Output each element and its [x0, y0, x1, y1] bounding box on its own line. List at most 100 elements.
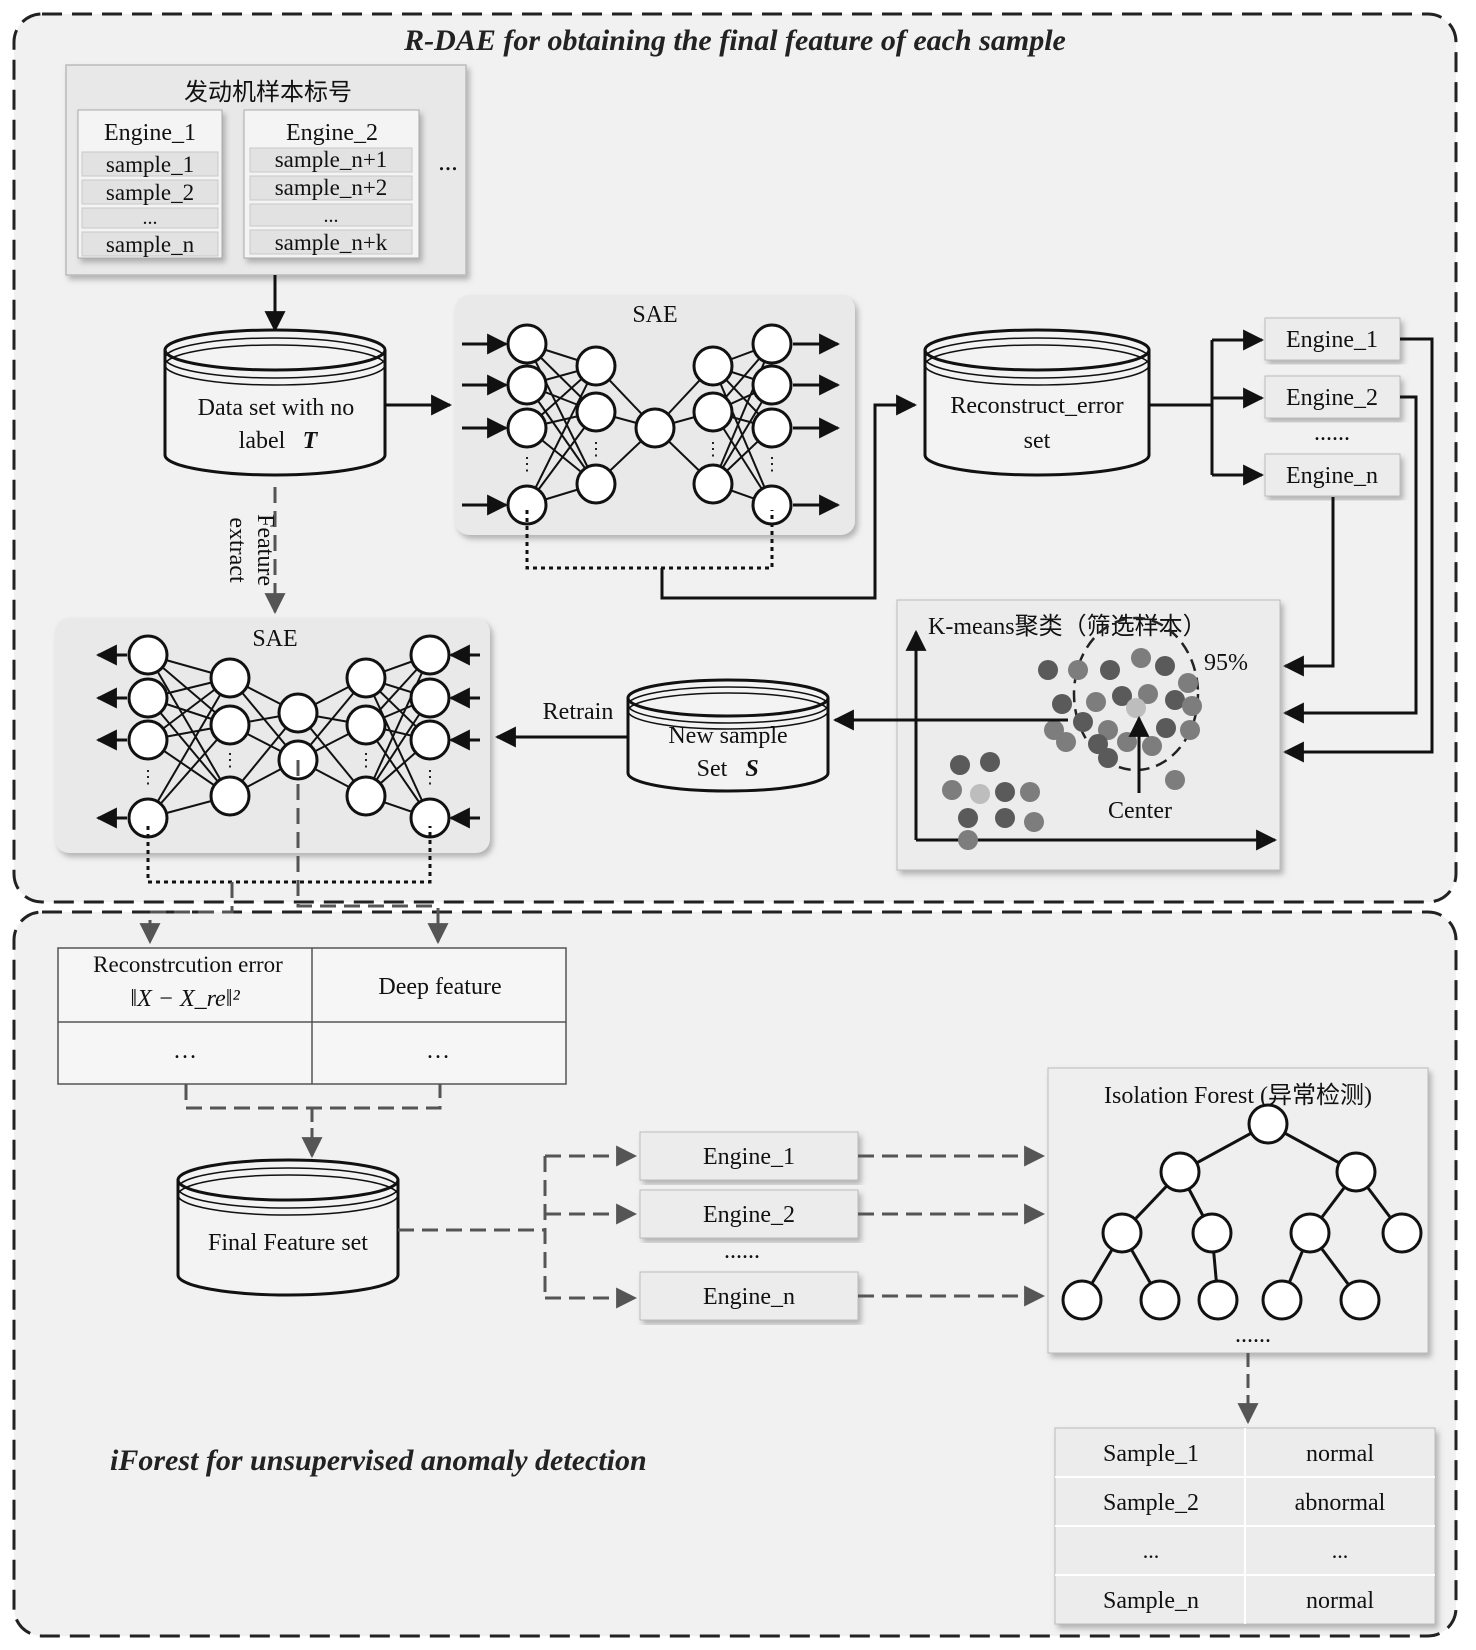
- engine2-row-2: sample_n+2: [275, 175, 388, 200]
- network-ellipsis: ⋮: [763, 454, 781, 474]
- engine1-row-3: ...: [143, 207, 158, 229]
- engine-sample-title: 发动机样本标号: [184, 79, 352, 106]
- reconstruct-line2: set: [1024, 428, 1051, 454]
- network-node: [209, 704, 251, 746]
- tree-node: [1191, 1212, 1233, 1254]
- network-node: [575, 345, 617, 387]
- network-connection: [147, 677, 231, 819]
- kmeans-point: [1068, 660, 1088, 680]
- kmeans-point: [1098, 748, 1118, 768]
- tree-node: [1139, 1279, 1181, 1321]
- kmeans-point: [1038, 660, 1058, 680]
- feature-table-col1-header: Reconstrcution error: [93, 952, 283, 977]
- feature-table-cell2: …: [426, 1038, 450, 1064]
- engine1-header: Engine_1: [104, 120, 196, 146]
- sae-top-label: SAE: [632, 302, 677, 328]
- network-node: [127, 797, 169, 839]
- new-sample-line2: Set: [697, 756, 728, 782]
- network-connection: [526, 365, 597, 506]
- tree-node: [1335, 1151, 1377, 1193]
- feature-extract-line1: Feature: [252, 514, 278, 586]
- bottom-panel-title: iForest for unsupervised anomaly detecti…: [110, 1444, 647, 1477]
- tree-node: [1261, 1279, 1303, 1321]
- tree-node: [1247, 1103, 1289, 1145]
- engines-right: Engine_1 Engine_2 ...... Engine_n: [1264, 317, 1401, 497]
- kmeans-point: [958, 830, 978, 850]
- network-node: [409, 797, 451, 839]
- sae-top-dotted-link: [525, 510, 774, 570]
- engine-right-1: Engine_1: [1286, 327, 1378, 353]
- dataset-t-cylinder: Data set with no label T: [163, 328, 387, 477]
- feature-extract-label: Feature extract: [224, 514, 278, 586]
- kmeans-point: [1020, 782, 1040, 802]
- kmeans-point: [1126, 698, 1146, 718]
- network-node: [575, 391, 617, 433]
- engine-bottom-2: Engine_2: [703, 1202, 795, 1228]
- kmeans-point: [995, 808, 1015, 828]
- kmeans-box: K-means聚类（筛选样本） 95% Center: [896, 599, 1281, 871]
- network-node: [345, 657, 387, 699]
- sae-bottom-label: SAE: [252, 626, 297, 652]
- final-feature-label: Final Feature set: [208, 1230, 368, 1256]
- tree-node: [1061, 1279, 1103, 1321]
- kmeans-point: [1086, 692, 1106, 712]
- network-ellipsis: ⋮: [587, 439, 605, 459]
- kmeans-point: [1138, 684, 1158, 704]
- kmeans-point: [1112, 686, 1132, 706]
- engine2-row-3: ...: [324, 205, 339, 227]
- tree-node: [1289, 1212, 1331, 1254]
- kmeans-point: [942, 780, 962, 800]
- network-node: [209, 775, 251, 817]
- kmeans-point: [950, 755, 970, 775]
- result-row-2-status: abnormal: [1295, 1490, 1386, 1516]
- network-connection: [147, 724, 231, 819]
- engine-sample-box: 发动机样本标号 Engine_1 sample_1 sample_2 ... s…: [65, 64, 467, 276]
- kmeans-point: [1056, 732, 1076, 752]
- kmeans-point: [1073, 712, 1093, 732]
- result-row-4-status: normal: [1306, 1588, 1374, 1614]
- network-connection: [526, 343, 597, 485]
- network-node: [345, 704, 387, 746]
- feature-table-cell1: …: [173, 1038, 197, 1064]
- network-ellipsis: ⋮: [518, 454, 536, 474]
- network-node: [409, 677, 451, 719]
- network-ellipsis: ⋮: [704, 439, 722, 459]
- network-ellipsis: ⋮: [357, 750, 375, 770]
- result-row-3-status: ...: [1332, 1538, 1349, 1563]
- dataset-t-symbol: T: [303, 428, 319, 454]
- network-node: [506, 364, 548, 406]
- tree-node: [1381, 1212, 1423, 1254]
- network-node: [506, 323, 548, 365]
- dataset-t-line2: label: [239, 428, 286, 454]
- kmeans-title: K-means聚类（筛选样本）: [928, 613, 1207, 640]
- feature-table: Reconstrcution error ‖X − X_re‖² Deep fe…: [57, 947, 567, 1085]
- final-feature-cylinder: Final Feature set: [176, 1158, 400, 1297]
- sae-top-box: SAE ⋮ ⋮ ⋮ ⋮: [455, 295, 855, 535]
- network-node: [409, 634, 451, 676]
- tree-node: [1101, 1212, 1143, 1254]
- network-ellipsis: ⋮: [139, 767, 157, 787]
- kmeans-point: [1156, 718, 1176, 738]
- iforest-title: Isolation Forest (异常检测): [1104, 1082, 1372, 1109]
- engines-bottom: Engine_1 Engine_2 ...... Engine_n: [639, 1131, 859, 1321]
- kmeans-points: [942, 648, 1202, 850]
- sae-bottom-box: SAE ⋮⋮⋮⋮: [55, 618, 490, 853]
- top-panel-title: R-DAE for obtaining the final feature of…: [403, 24, 1066, 57]
- kmeans-point: [1088, 734, 1108, 754]
- kmeans-point: [1098, 720, 1118, 740]
- network-node: [209, 657, 251, 699]
- reconstruct-line1: Reconstruct_error: [950, 393, 1123, 419]
- kmeans-percent: 95%: [1204, 650, 1248, 676]
- retrain-label: Retrain: [543, 699, 614, 725]
- network-node: [277, 692, 319, 734]
- feature-extract-line2: extract: [224, 517, 250, 583]
- engine1-row-1: sample_1: [106, 152, 194, 177]
- engine1-list: Engine_1 sample_1 sample_2 ... sample_n: [77, 109, 223, 259]
- engine-list-more: ...: [438, 147, 458, 176]
- iforest-dots: ......: [1235, 1322, 1271, 1348]
- kmeans-center-label: Center: [1108, 798, 1172, 824]
- kmeans-point: [980, 752, 1000, 772]
- network-node: [127, 634, 169, 676]
- kmeans-point: [1165, 770, 1185, 790]
